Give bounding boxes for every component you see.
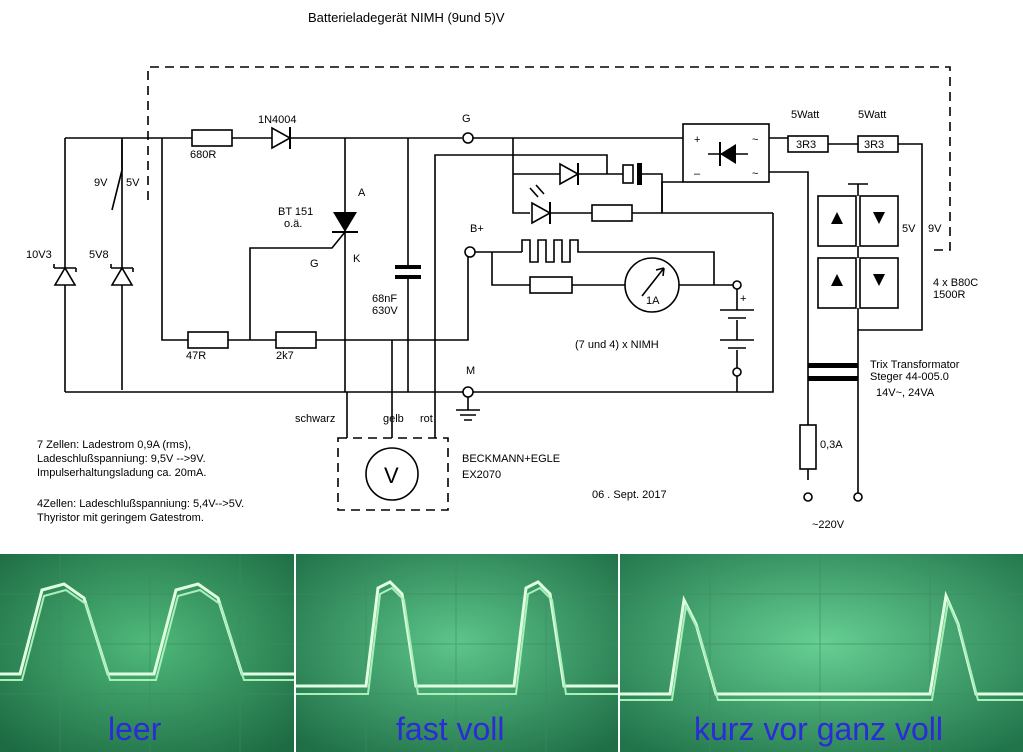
label-gelb: gelb xyxy=(383,413,404,425)
label-sw-9v: 9V xyxy=(94,177,108,189)
label-schwarz: schwarz xyxy=(295,413,335,425)
label-ex2070: EX2070 xyxy=(462,469,501,481)
label-1n4004: 1N4004 xyxy=(258,114,297,126)
voltmeter-label: V xyxy=(384,463,399,488)
terminal-m xyxy=(462,386,474,398)
resistor-47r xyxy=(187,331,229,349)
diode-series xyxy=(559,162,580,186)
label-sw-5v: 5V xyxy=(126,177,140,189)
led-indicator xyxy=(531,201,552,225)
label-1a: 1A xyxy=(646,295,660,307)
switch-linkage-dashed xyxy=(147,66,951,251)
label-1500r: 1500R xyxy=(933,289,965,301)
label-m: M xyxy=(466,365,475,377)
label-sel-5v: 5V xyxy=(902,223,916,235)
svg-text:~: ~ xyxy=(752,168,758,180)
resistor-led xyxy=(591,204,633,222)
ground-rail xyxy=(65,213,774,393)
thyristor-bt151 xyxy=(333,212,357,232)
label-47r: 47R xyxy=(186,350,206,362)
label-5v8: 5V8 xyxy=(89,249,109,261)
label-gate: G xyxy=(310,258,319,270)
label-beckmann: BECKMANN+EGLE xyxy=(462,453,560,465)
label-3r3-1: 3R3 xyxy=(796,139,816,151)
resistor-shunt xyxy=(529,276,573,294)
label-sel-9v: 9V xyxy=(928,223,942,235)
label-fuse: 0,3A xyxy=(820,439,843,451)
terminal-g xyxy=(462,132,474,144)
label-680r: 680R xyxy=(190,149,216,161)
label-trafo-3: 14V~, 24VA xyxy=(876,387,935,399)
note-line-1: 7 Zellen: Ladestrom 0,9A (rms), xyxy=(37,439,191,451)
scope-label-kurz-vor-ganz-voll: kurz vor ganz voll xyxy=(694,711,943,747)
scope-panel-2: fast voll xyxy=(296,554,618,752)
resistor-2k7 xyxy=(275,331,317,349)
note-line-4: 4Zellen: Ladeschlußspanniung: 5,4V-->5V. xyxy=(37,498,244,510)
label-plus: + xyxy=(740,293,746,305)
note-line-5: Thyristor mit geringem Gatestrom. xyxy=(37,512,204,524)
circuit-schematic: Batterieladegerät NIMH (9und 5)V 680R 1N… xyxy=(26,10,978,531)
selector-switch xyxy=(111,140,123,211)
scope-panel-3: kurz vor ganz voll xyxy=(620,554,1023,752)
mains-terminal-2 xyxy=(853,492,863,502)
label-anode: A xyxy=(358,187,366,199)
charge-resistor-coil xyxy=(521,239,715,285)
diagram-title: Batterieladegerät NIMH (9und 5)V xyxy=(308,10,505,25)
note-line-2: Ladeschlußspanniung: 9,5V -->9V. xyxy=(37,453,206,465)
label-5watt-2: 5Watt xyxy=(858,109,886,121)
label-bplus: B+ xyxy=(470,223,484,235)
label-thyristor: BT 151 xyxy=(278,206,313,218)
voltmeter-symbol xyxy=(365,447,419,501)
svg-text:~: ~ xyxy=(752,134,758,146)
fuse xyxy=(799,424,817,470)
label-trafo-1: Trix Transformator xyxy=(870,359,960,371)
date-label: 06 . Sept. 2017 xyxy=(592,489,667,501)
svg-text:+: + xyxy=(694,134,700,146)
label-thyristor-sub: o.ä. xyxy=(284,218,302,230)
scope-label-fast-voll: fast voll xyxy=(396,711,505,747)
svg-text:–: – xyxy=(694,168,701,180)
mains-terminal-1 xyxy=(803,492,813,502)
label-cells: (7 und 4) x NIMH xyxy=(575,339,659,351)
capacitor-series xyxy=(622,164,634,184)
label-2k7: 2k7 xyxy=(276,350,294,362)
label-4xb80c: 4 x B80C xyxy=(933,277,978,289)
label-3r3-2: 3R3 xyxy=(864,139,884,151)
terminal-bplus xyxy=(464,246,476,258)
battery-minus-terminal xyxy=(732,367,742,377)
scope-label-leer: leer xyxy=(108,711,162,747)
label-cathode: K xyxy=(353,253,361,265)
note-line-3: Impulserhaltungsladung ca. 20mA. xyxy=(37,467,206,479)
label-10v3: 10V3 xyxy=(26,249,52,261)
zener-10v3 xyxy=(53,266,77,286)
resistor-680r xyxy=(191,129,233,147)
label-630v: 630V xyxy=(372,305,398,317)
diode-1n4004 xyxy=(271,126,292,150)
battery-plus-terminal xyxy=(732,280,742,290)
zener-5v8 xyxy=(110,266,134,286)
label-5watt-1: 5Watt xyxy=(791,109,819,121)
label-trafo-2: Steger 44-005.0 xyxy=(870,371,949,383)
label-mains: ~220V xyxy=(812,519,845,531)
label-rot: rot xyxy=(420,413,433,425)
transformer-core-top xyxy=(808,363,858,368)
label-68nf: 68nF xyxy=(372,293,397,305)
label-g-terminal: G xyxy=(462,113,471,125)
scope-panel-1: leer xyxy=(0,554,294,752)
